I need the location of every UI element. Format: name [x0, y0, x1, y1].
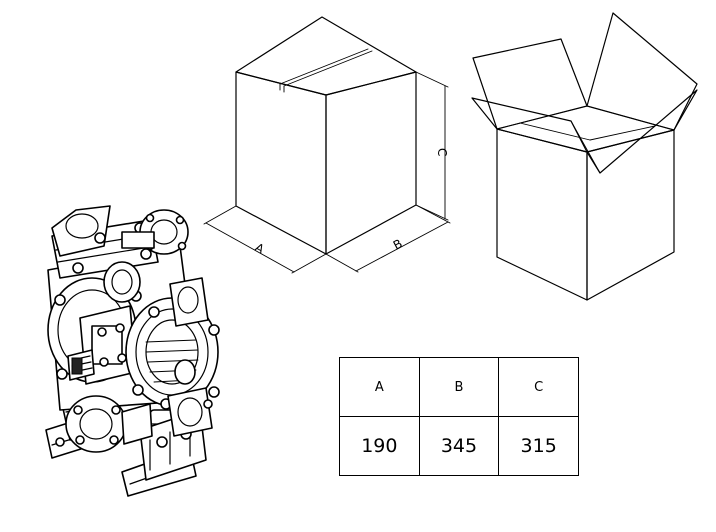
diaphragm-pump-illustration	[45, 205, 220, 497]
header-cell-b: B	[418, 357, 500, 417]
dimension-a-label: A	[253, 240, 268, 257]
open-box	[471, 12, 698, 301]
dimension-b-label: B	[391, 236, 405, 252]
dimensions-table: A B C 190 345 315	[339, 357, 579, 476]
value-cell-c: 315	[498, 416, 579, 476]
header-cell-c: C	[498, 357, 579, 417]
header-cell-a: A	[339, 357, 420, 417]
dimension-a: A	[203, 205, 327, 274]
table-header-row: A B C	[339, 357, 579, 417]
dimension-b: B	[325, 204, 451, 273]
dimension-c: C	[415, 71, 449, 221]
table-value-row: 190 345 315	[339, 416, 579, 476]
closed-box: A B C	[203, 16, 451, 274]
value-cell-a: 190	[339, 416, 420, 476]
dimension-c-label: C	[435, 148, 449, 156]
value-cell-b: 345	[418, 416, 500, 476]
